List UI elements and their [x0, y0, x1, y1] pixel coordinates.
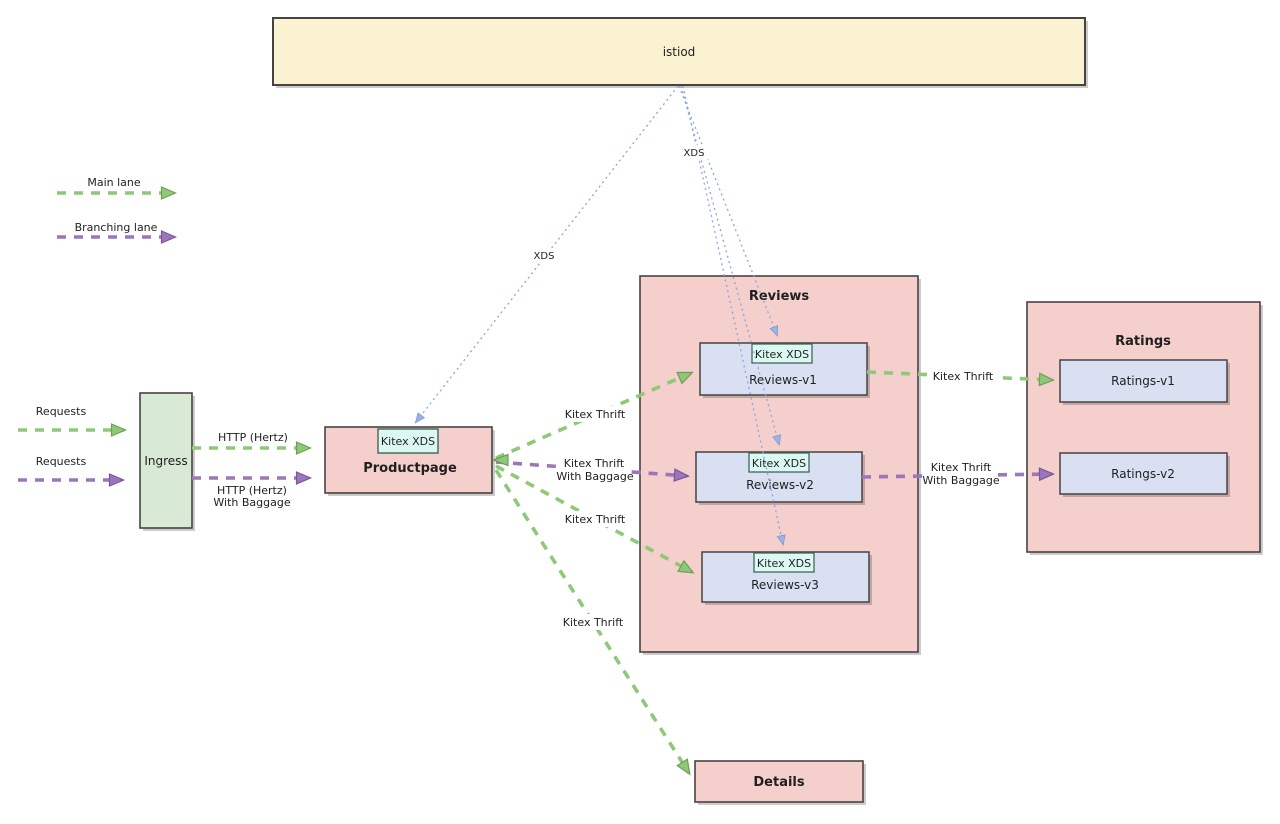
reviews-v2-kitex-xds-badge-label: Kitex XDS — [752, 457, 806, 470]
ratings-v1-label: Ratings-v1 — [1111, 374, 1175, 388]
xds-edges: XDS XDS — [416, 85, 783, 544]
ratings-v1-node: Ratings-v1 — [1059, 359, 1230, 405]
details-node: Details — [694, 760, 866, 805]
reviews-v1-kitex-xds-badge-label: Kitex XDS — [755, 348, 809, 361]
edge-productpage-reviews-v3 — [495, 464, 695, 574]
istiod-label: istiod — [663, 45, 696, 59]
ingress-box — [139, 392, 193, 529]
reviews-v3-kitex-xds-badge-label: Kitex XDS — [757, 557, 811, 570]
edge-productpage-details-label: Kitex Thrift — [563, 616, 624, 629]
reviews-v2-label: Reviews-v2 — [746, 478, 814, 492]
ratings-v2-label: Ratings-v2 — [1111, 467, 1175, 481]
legend-branching-lane-label: Branching lane — [75, 221, 158, 234]
edge-istiod-reviews-v1-xds — [678, 85, 777, 335]
edge-istiod-productpage-xds-label: XDS — [534, 251, 555, 262]
edge-reviews-v1-ratings-v1-label: Kitex Thrift — [933, 370, 994, 383]
edge-ingress-productpage-main-label: HTTP (Hertz) — [218, 431, 288, 444]
edge-ingress-productpage-branching-label-1: HTTP (Hertz) — [217, 484, 287, 497]
edge-productpage-reviews-v3-label: Kitex Thrift — [565, 513, 626, 526]
edge-productpage-reviews-v2-label-1: Kitex Thrift — [564, 457, 625, 470]
edge-ingress-productpage-branching-label-2: With Baggage — [213, 496, 290, 509]
ratings-group-box — [1026, 301, 1261, 553]
label-bg — [529, 248, 559, 262]
legend-main-lane-label: Main lane — [87, 176, 141, 189]
legend: Main lane Branching lane — [57, 176, 178, 244]
label-bg — [931, 368, 995, 383]
requests-branching-label: Requests — [36, 455, 87, 468]
edge-productpage-reviews-v1-label: Kitex Thrift — [565, 408, 626, 421]
reviews-v1-kitex-xds-badge — [751, 343, 813, 364]
ratings-v1-box — [1059, 359, 1228, 403]
label-bg — [563, 406, 627, 422]
edge-productpage-reviews-v2-label-2: With Baggage — [556, 470, 633, 483]
ratings-group-label: Ratings — [1115, 334, 1171, 349]
edge-istiod-reviews-v3-xds — [682, 85, 783, 544]
istiod-node: istiod — [272, 17, 1088, 88]
productpage-return-arrowhead-icon — [491, 453, 509, 467]
ingress-label: Ingress — [144, 454, 187, 468]
ingress-node: Ingress — [139, 392, 195, 531]
reviews-v3-kitex-xds-badge — [753, 552, 815, 573]
label-bg — [563, 511, 627, 527]
ratings-group-node: Ratings Ratings-v1 Ratings-v2 — [1026, 301, 1263, 555]
productpage-label: Productpage — [363, 461, 457, 476]
istiod-box — [272, 17, 1086, 86]
incoming-requests: Requests Requests — [18, 405, 128, 487]
edge-reviews-v2-ratings-v2 — [861, 467, 1056, 482]
productpage-node: Kitex XDS Productpage — [324, 426, 495, 496]
reviews-v3-node: Kitex XDS Reviews-v3 — [701, 551, 872, 605]
label-bg — [679, 145, 709, 159]
productpage-kitex-xds-badge-label: Kitex XDS — [381, 435, 435, 448]
edge-reviews-v2-ratings-v2-label-2: With Baggage — [922, 474, 999, 487]
edges: HTTP (Hertz) HTTP (Hertz) With Baggage K… — [192, 368, 1056, 776]
ratings-v2-box — [1059, 452, 1228, 495]
requests-main-label: Requests — [36, 405, 87, 418]
reviews-group-label: Reviews — [749, 289, 810, 304]
reviews-group-node: Reviews Kitex XDS Reviews-v1 Kitex XDS R… — [639, 275, 921, 655]
details-box — [694, 760, 864, 803]
edge-productpage-details — [494, 469, 691, 776]
edge-istiod-reviews-xds-label: XDS — [684, 148, 705, 159]
reviews-v1-label: Reviews-v1 — [749, 373, 817, 387]
details-label: Details — [753, 775, 805, 790]
edge-productpage-reviews-v2 — [495, 460, 691, 482]
label-bg — [927, 459, 995, 486]
label-bg — [559, 455, 629, 482]
label-bg — [561, 614, 625, 630]
productpage-kitex-xds-badge — [377, 428, 439, 454]
reviews-v3-label: Reviews-v3 — [751, 578, 819, 592]
edge-reviews-v2-ratings-v2-label-1: Kitex Thrift — [931, 461, 992, 474]
ratings-v2-node: Ratings-v2 — [1059, 452, 1230, 497]
reviews-v2-node: Kitex XDS Reviews-v2 — [695, 451, 865, 505]
reviews-v1-node: Kitex XDS Reviews-v1 — [699, 342, 870, 398]
